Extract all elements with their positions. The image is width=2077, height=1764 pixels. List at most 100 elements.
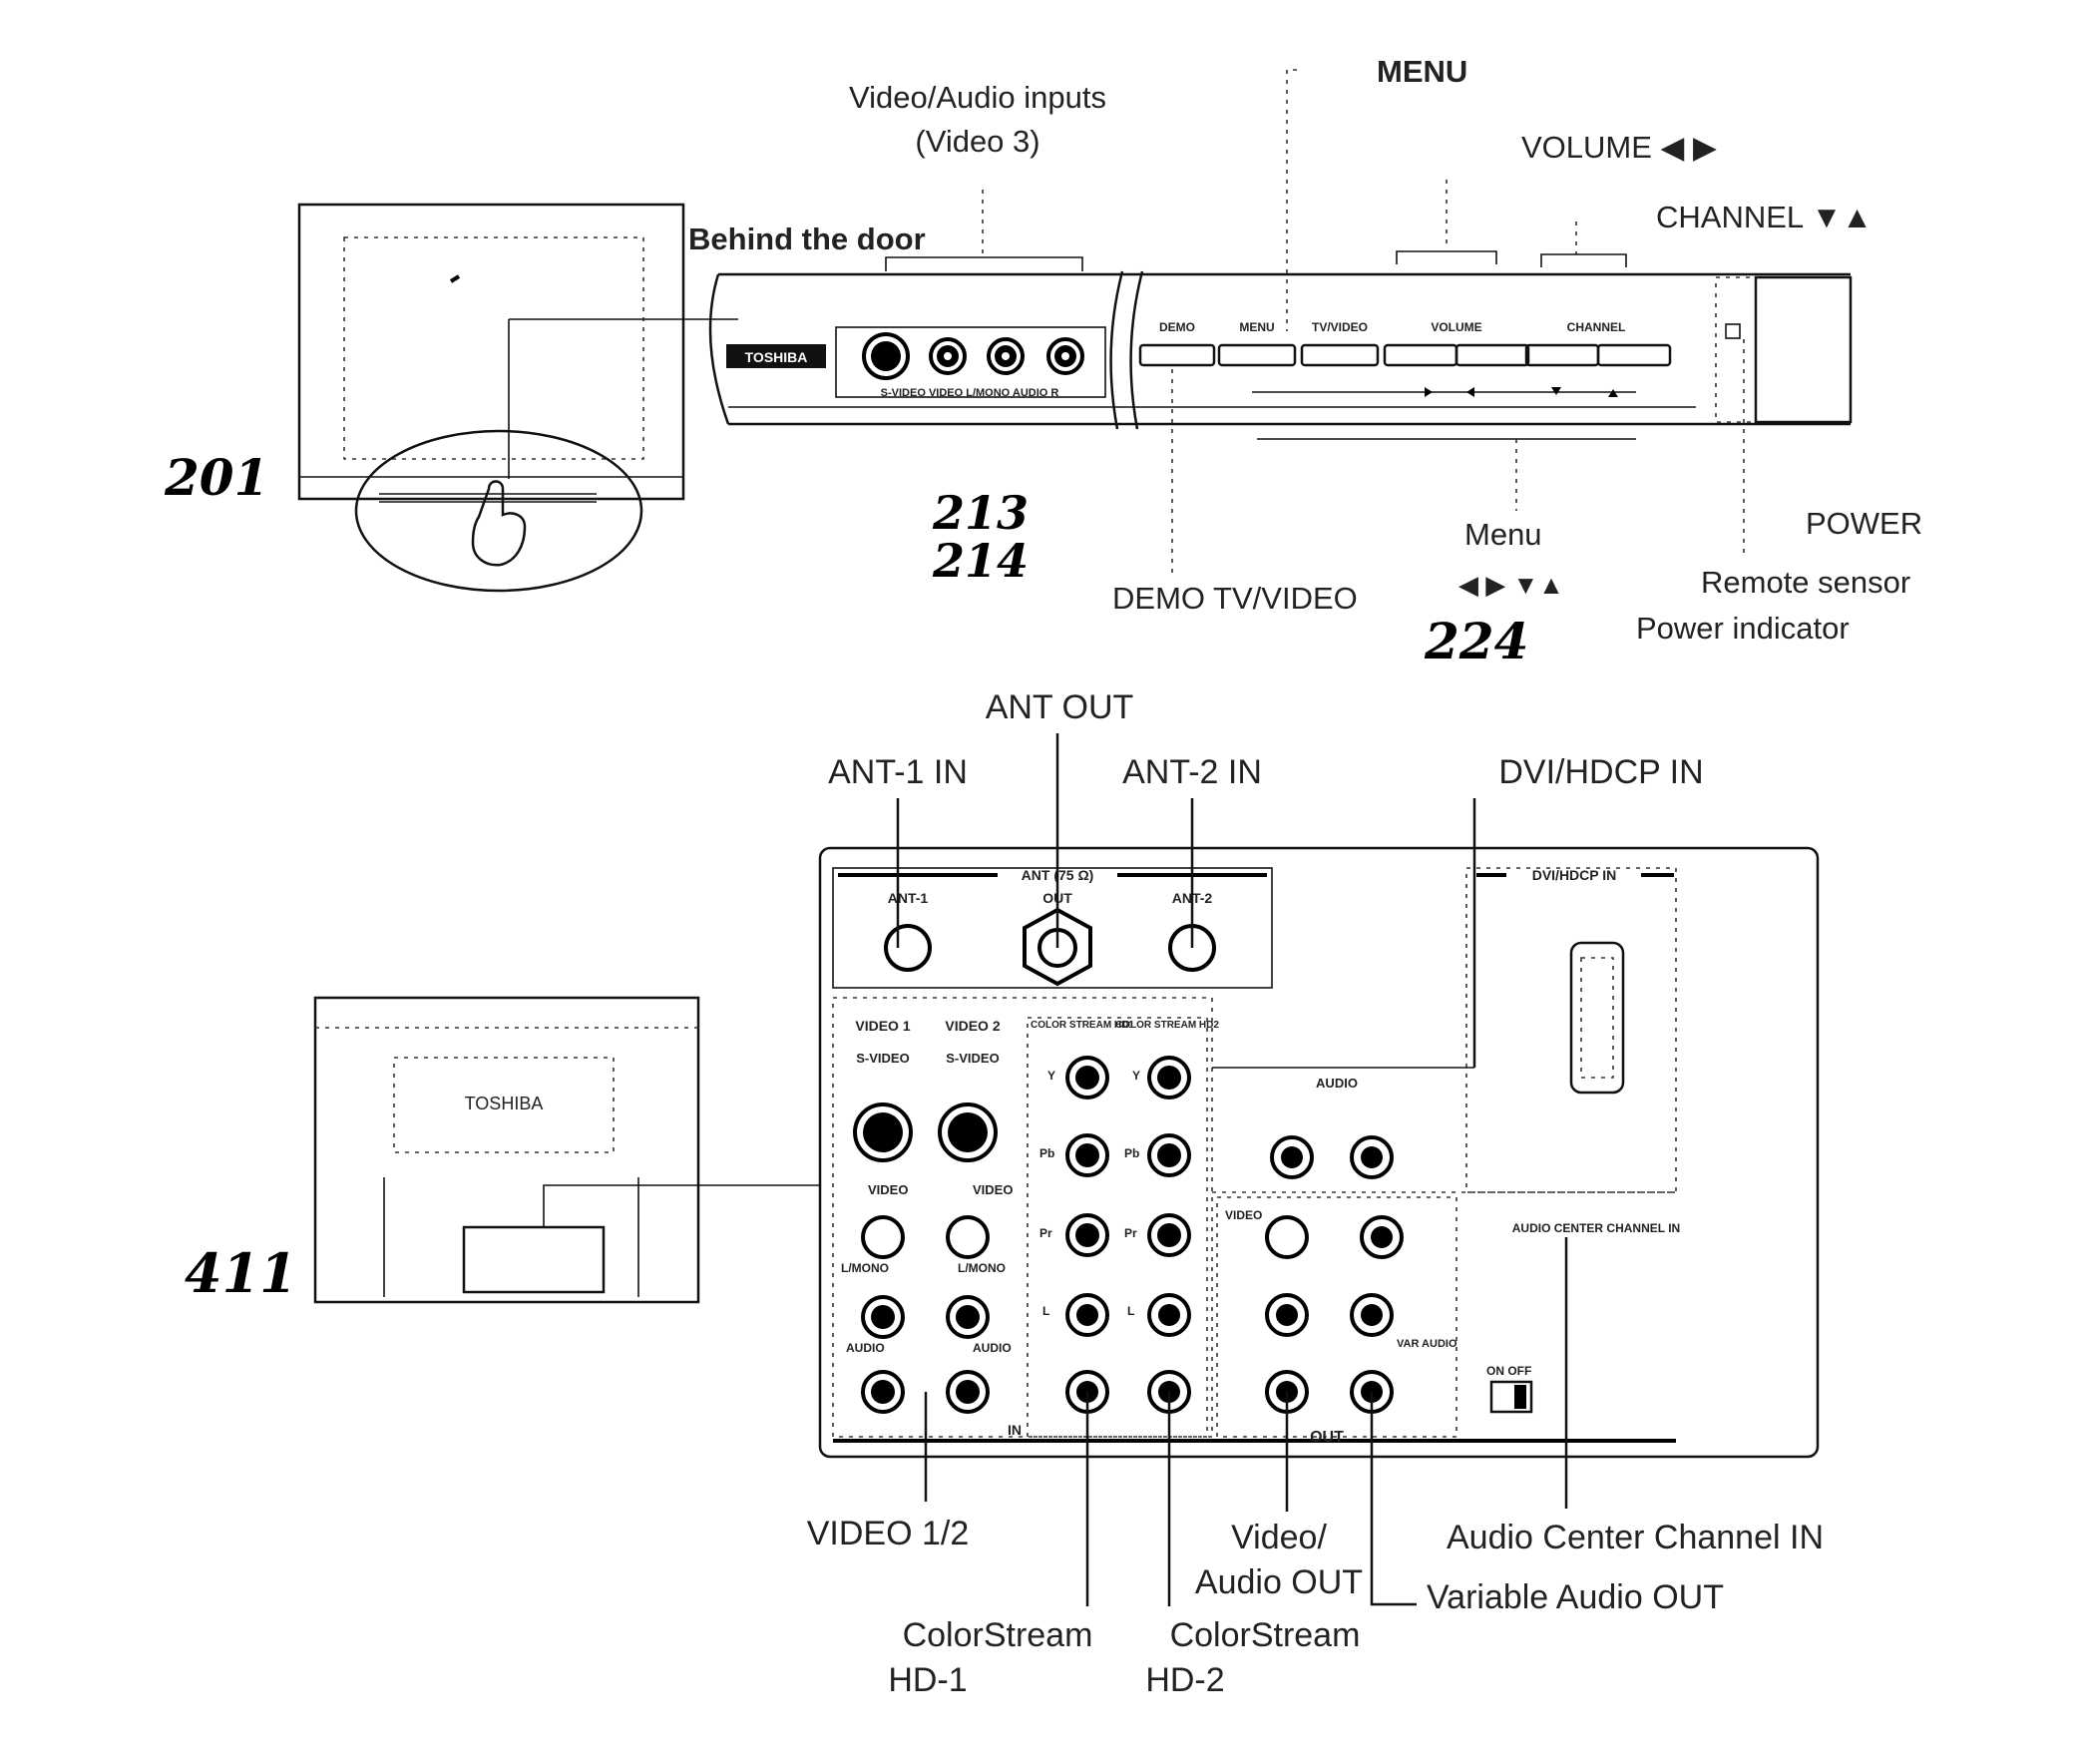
lmono2-text: L/MONO: [958, 1261, 1006, 1275]
video2-jack-text: VIDEO: [973, 1182, 1013, 1197]
dvi-header-text: DVI/HDCP IN: [1532, 867, 1617, 883]
power-indicator-label: Power indicator: [1636, 611, 1850, 646]
channel-up-button[interactable]: [1596, 343, 1672, 367]
y1-text: Y: [1047, 1069, 1055, 1083]
rear-tv-illustration: TOSHIBA 411: [185, 996, 820, 1305]
video12-callout: VIDEO 1/2: [807, 1515, 970, 1552]
cs-l1-text: L: [1042, 1304, 1049, 1318]
video1-panel-text: VIDEO 1: [855, 1018, 910, 1034]
menu-lower-label: Menu: [1464, 517, 1542, 552]
break-line-left: [1109, 270, 1124, 430]
video1-jack[interactable]: [861, 1215, 905, 1259]
ref-224: 224: [1424, 612, 1528, 670]
audio-center-panel-text: AUDIO CENTER CHANNEL IN: [1512, 1221, 1680, 1235]
audio-header-text: AUDIO: [1316, 1076, 1358, 1091]
cs1-panel-text: COLOR STREAM HD1: [1031, 1020, 1134, 1031]
pr2-text: Pr: [1124, 1226, 1137, 1240]
svideo1-panel-text: S-VIDEO: [856, 1051, 909, 1066]
power-indicator-led: [1725, 323, 1741, 339]
menu-callout-label: MENU: [1377, 54, 1467, 89]
ant-out-callout: ANT OUT: [986, 688, 1134, 726]
lmono1-text: L/MONO: [841, 1261, 889, 1275]
video3-label: (Video 3): [915, 124, 1039, 159]
video-audio-inputs-label: Video/Audio inputs: [849, 80, 1106, 115]
video1-jack-text: VIDEO: [868, 1182, 908, 1197]
variable-audio-out-callout: Variable Audio OUT: [1427, 1578, 1724, 1616]
pb1-text: Pb: [1039, 1146, 1054, 1160]
channel-button-label: CHANNEL: [1567, 320, 1626, 334]
front-tv-body: [297, 203, 685, 501]
front-tv-screen: [343, 236, 644, 460]
volume-down-button[interactable]: [1383, 343, 1458, 367]
volume-up-button[interactable]: [1454, 343, 1530, 367]
out-video-text: VIDEO: [1225, 1208, 1262, 1222]
volume-button-label: VOLUME: [1431, 320, 1481, 334]
door-callout-circle: [354, 429, 643, 593]
front-tv-mark: [449, 274, 461, 283]
front-brand-text: TOSHIBA: [745, 349, 808, 365]
cs-l2-text: L: [1127, 1304, 1134, 1318]
front-brand-plate: [726, 344, 826, 368]
rear-panel: ANT (75 Ω) ANT-1 OUT ANT-2 DVI/HDCP IN V…: [818, 846, 1820, 1459]
rear-terminal-block: [462, 1225, 606, 1294]
audio2-text: AUDIO: [973, 1341, 1012, 1355]
channel-down-button[interactable]: [1524, 343, 1600, 367]
in-footer-text: IN: [1008, 1422, 1022, 1438]
pb2-text: Pb: [1124, 1146, 1139, 1160]
ant1-in-jack[interactable]: [884, 924, 932, 972]
dvi-hdcp-port[interactable]: [1569, 941, 1625, 1095]
rear-callouts: ANT OUT ANT-1 IN ANT-2 IN DVI/HDCP IN VI…: [807, 688, 1824, 1699]
power-button-panel[interactable]: [1754, 275, 1853, 424]
audio-center-callout: Audio Center Channel IN: [1447, 1519, 1824, 1556]
colorstream-section: [1027, 1017, 1208, 1438]
video-audio-out-callout-1: Video/: [1231, 1519, 1327, 1556]
menu-button-label: MENU: [1239, 320, 1274, 334]
demo-button-label: DEMO: [1159, 320, 1195, 334]
tvvideo-button[interactable]: [1300, 343, 1380, 367]
video2-jack[interactable]: [946, 1215, 990, 1259]
video-jack: [929, 337, 967, 375]
ant2-in-callout: ANT-2 IN: [1122, 753, 1262, 791]
cs-hd1-callout-1: ColorStream: [903, 1616, 1093, 1654]
pr1-text: Pr: [1039, 1226, 1052, 1240]
front-jack-labels: S-VIDEO VIDEO L/MONO AUDIO R: [881, 387, 1059, 399]
demo-tvvideo-label: DEMO TV/VIDEO: [1112, 581, 1358, 616]
hand-pointer-icon: [471, 480, 527, 567]
front-jack-group: [835, 326, 1106, 398]
ref-214: 214: [932, 534, 1029, 588]
demo-button[interactable]: [1138, 343, 1216, 367]
menu-button[interactable]: [1217, 343, 1297, 367]
rear-brand-text: TOSHIBA: [465, 1094, 544, 1113]
ant-section: [832, 867, 1273, 989]
ant1-panel-text: ANT-1: [888, 890, 929, 906]
audio1-text: AUDIO: [846, 1341, 885, 1355]
ref-411: 411: [185, 1241, 297, 1305]
ref-213: 213: [932, 486, 1029, 540]
volume-callout-label: VOLUME ◀ ▶: [1521, 130, 1717, 165]
remote-sensor-label: Remote sensor: [1701, 565, 1910, 600]
y2-text: Y: [1132, 1069, 1140, 1083]
out-footer-text: OUT: [1310, 1429, 1344, 1446]
remote-sensor-window: [1715, 276, 1757, 423]
power-callout-label: POWER: [1806, 506, 1922, 541]
cs2-panel-text: COLOR STREAM HD2: [1115, 1020, 1219, 1031]
ant1-in-callout: ANT-1 IN: [828, 753, 968, 791]
arrow-keys-label: ◀ ▶ ▼▲: [1458, 570, 1564, 600]
front-panel-strip: TOSHIBA S-VIDEO VIDEO L/MONO AUDIO R DEM…: [708, 270, 1853, 430]
var-audio-text: VAR AUDIO: [1397, 1338, 1457, 1350]
out-section: [1216, 1196, 1457, 1438]
cs-hd1-callout-2: HD-1: [888, 1661, 967, 1699]
on-off-switch[interactable]: [1489, 1380, 1533, 1414]
rear-panel-frame: [818, 846, 1820, 1459]
front-callouts: Video/Audio inputs (Video 3) Behind the …: [164, 54, 1922, 670]
on-off-text: ON OFF: [1486, 1364, 1531, 1378]
video-audio-out-callout-2: Audio OUT: [1195, 1563, 1363, 1601]
audio-r-jack: [1046, 337, 1084, 375]
video-out-jack[interactable]: [1265, 1215, 1309, 1259]
cs-hd2-callout-1: ColorStream: [1170, 1616, 1361, 1654]
tvvideo-button-label: TV/VIDEO: [1312, 320, 1368, 334]
svideo2-panel-text: S-VIDEO: [946, 1051, 999, 1066]
break-line-right: [1129, 270, 1144, 430]
